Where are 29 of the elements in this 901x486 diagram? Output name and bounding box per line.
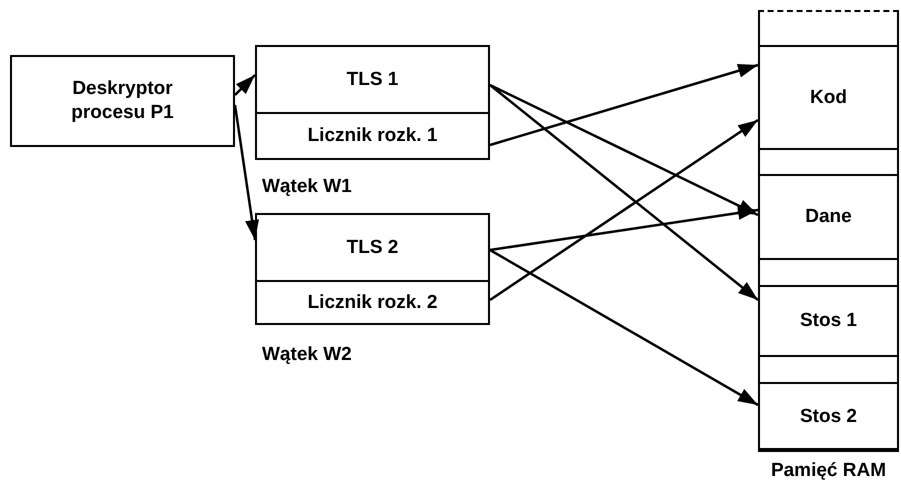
box-label: Deskryptor procesu P1 bbox=[70, 77, 175, 125]
memory-segment bbox=[758, 45, 899, 150]
memory-heading: Pamięć RAM bbox=[770, 459, 888, 483]
memory-segment bbox=[758, 382, 899, 452]
arrow bbox=[489, 84, 759, 216]
box-label: Stos 2 bbox=[800, 405, 858, 429]
arrow bbox=[490, 64, 758, 146]
arrow bbox=[489, 248, 759, 406]
tls-box bbox=[255, 45, 490, 114]
arrow bbox=[234, 74, 256, 96]
arrow bbox=[489, 84, 759, 301]
thread-label: Wątek W2 bbox=[262, 343, 352, 367]
box-label: TLS 1 bbox=[346, 68, 398, 92]
arrow bbox=[489, 118, 759, 302]
counter-box bbox=[255, 280, 490, 325]
memory-segment bbox=[758, 285, 899, 357]
arrow bbox=[234, 104, 259, 240]
thread-label: Wątek W1 bbox=[262, 175, 352, 199]
counter-box bbox=[255, 112, 490, 160]
box-label: Stos 1 bbox=[800, 309, 858, 333]
process-descriptor-box bbox=[10, 55, 235, 147]
tls-box bbox=[255, 213, 490, 282]
arrow bbox=[490, 206, 758, 252]
box-label: Kod bbox=[810, 86, 847, 110]
box-label: TLS 2 bbox=[346, 236, 398, 260]
box-label: Licznik rozk. 2 bbox=[308, 290, 438, 314]
memory-segment bbox=[758, 174, 899, 260]
box-label: Licznik rozk. 1 bbox=[308, 124, 438, 148]
box-label: Dane bbox=[805, 205, 852, 229]
